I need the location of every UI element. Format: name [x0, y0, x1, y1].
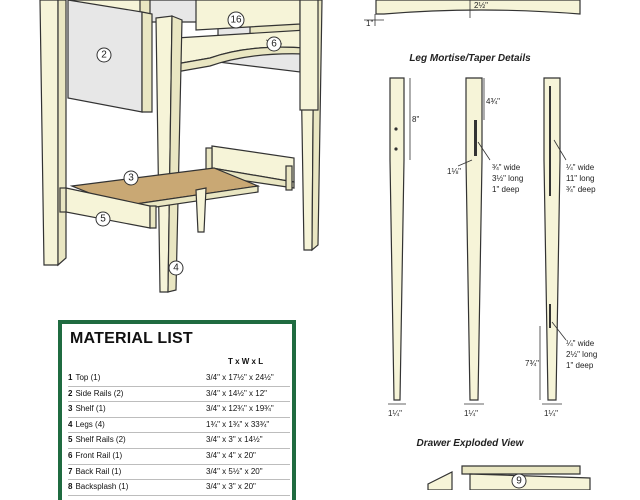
- arch-detail: 1" 2½": [364, 0, 581, 28]
- svg-text:5: 5: [100, 214, 106, 225]
- callout-4: 4: [168, 260, 184, 276]
- svg-text:2½" long: 2½" long: [566, 350, 597, 359]
- svg-text:3: 3: [128, 173, 134, 184]
- svg-text:¾" wide: ¾" wide: [492, 163, 521, 172]
- svg-text:1⅛": 1⅛": [447, 167, 461, 176]
- callout-2: 2: [96, 47, 112, 63]
- svg-text:4: 4: [173, 263, 179, 274]
- svg-text:1" deep: 1" deep: [566, 361, 594, 370]
- svg-text:2½": 2½": [474, 1, 488, 10]
- leg-detail-3: ¼" wide 11" long ¾" deep ¼" wide 2½" lon…: [525, 77, 597, 418]
- leg-detail-2: 4¾" 1⅛" ¾" wide 3½" long 1" deep 1¼": [447, 77, 523, 418]
- material-list-header: T x W x L: [228, 357, 264, 366]
- svg-text:16: 16: [230, 15, 242, 26]
- leg-back-left: [39, 0, 67, 267]
- svg-text:¼" wide: ¼" wide: [566, 339, 595, 348]
- svg-text:3½" long: 3½" long: [492, 174, 523, 183]
- shelf-rail-right: [205, 145, 295, 191]
- drawer-title: Drawer Exploded View: [417, 438, 525, 449]
- callout-5: 5: [95, 211, 111, 227]
- back-rail: [195, 0, 301, 31]
- shelf-rail-front: [59, 187, 157, 229]
- svg-text:1" deep: 1" deep: [492, 185, 520, 194]
- callout-6: 6: [265, 36, 283, 52]
- callout-16: 16: [227, 11, 245, 29]
- svg-text:8": 8": [412, 115, 419, 124]
- callout-3: 3: [123, 170, 139, 186]
- svg-text:4¾": 4¾": [486, 97, 500, 106]
- svg-text:2: 2: [101, 50, 107, 61]
- svg-text:1": 1": [366, 19, 373, 28]
- material-list-title: MATERIAL LIST: [70, 330, 193, 347]
- leg-mid: [195, 187, 207, 233]
- svg-text:6: 6: [271, 39, 277, 50]
- svg-text:7¾": 7¾": [525, 359, 539, 368]
- svg-text:1¼": 1¼": [388, 409, 402, 418]
- leg-front-right: [299, 0, 319, 111]
- svg-text:¼" wide: ¼" wide: [566, 163, 595, 172]
- svg-text:¾" deep: ¾" deep: [566, 185, 596, 194]
- svg-text:1¼": 1¼": [544, 409, 558, 418]
- drawer-exploded: 9: [427, 465, 591, 490]
- leg-detail-1: 8" 1¼": [388, 77, 419, 418]
- leg-front-left: [155, 15, 183, 293]
- svg-text:11" long: 11" long: [566, 174, 595, 183]
- svg-text:1¼": 1¼": [464, 409, 478, 418]
- leg-detail-title: Leg Mortise/Taper Details: [409, 53, 531, 64]
- svg-text:9: 9: [516, 476, 522, 487]
